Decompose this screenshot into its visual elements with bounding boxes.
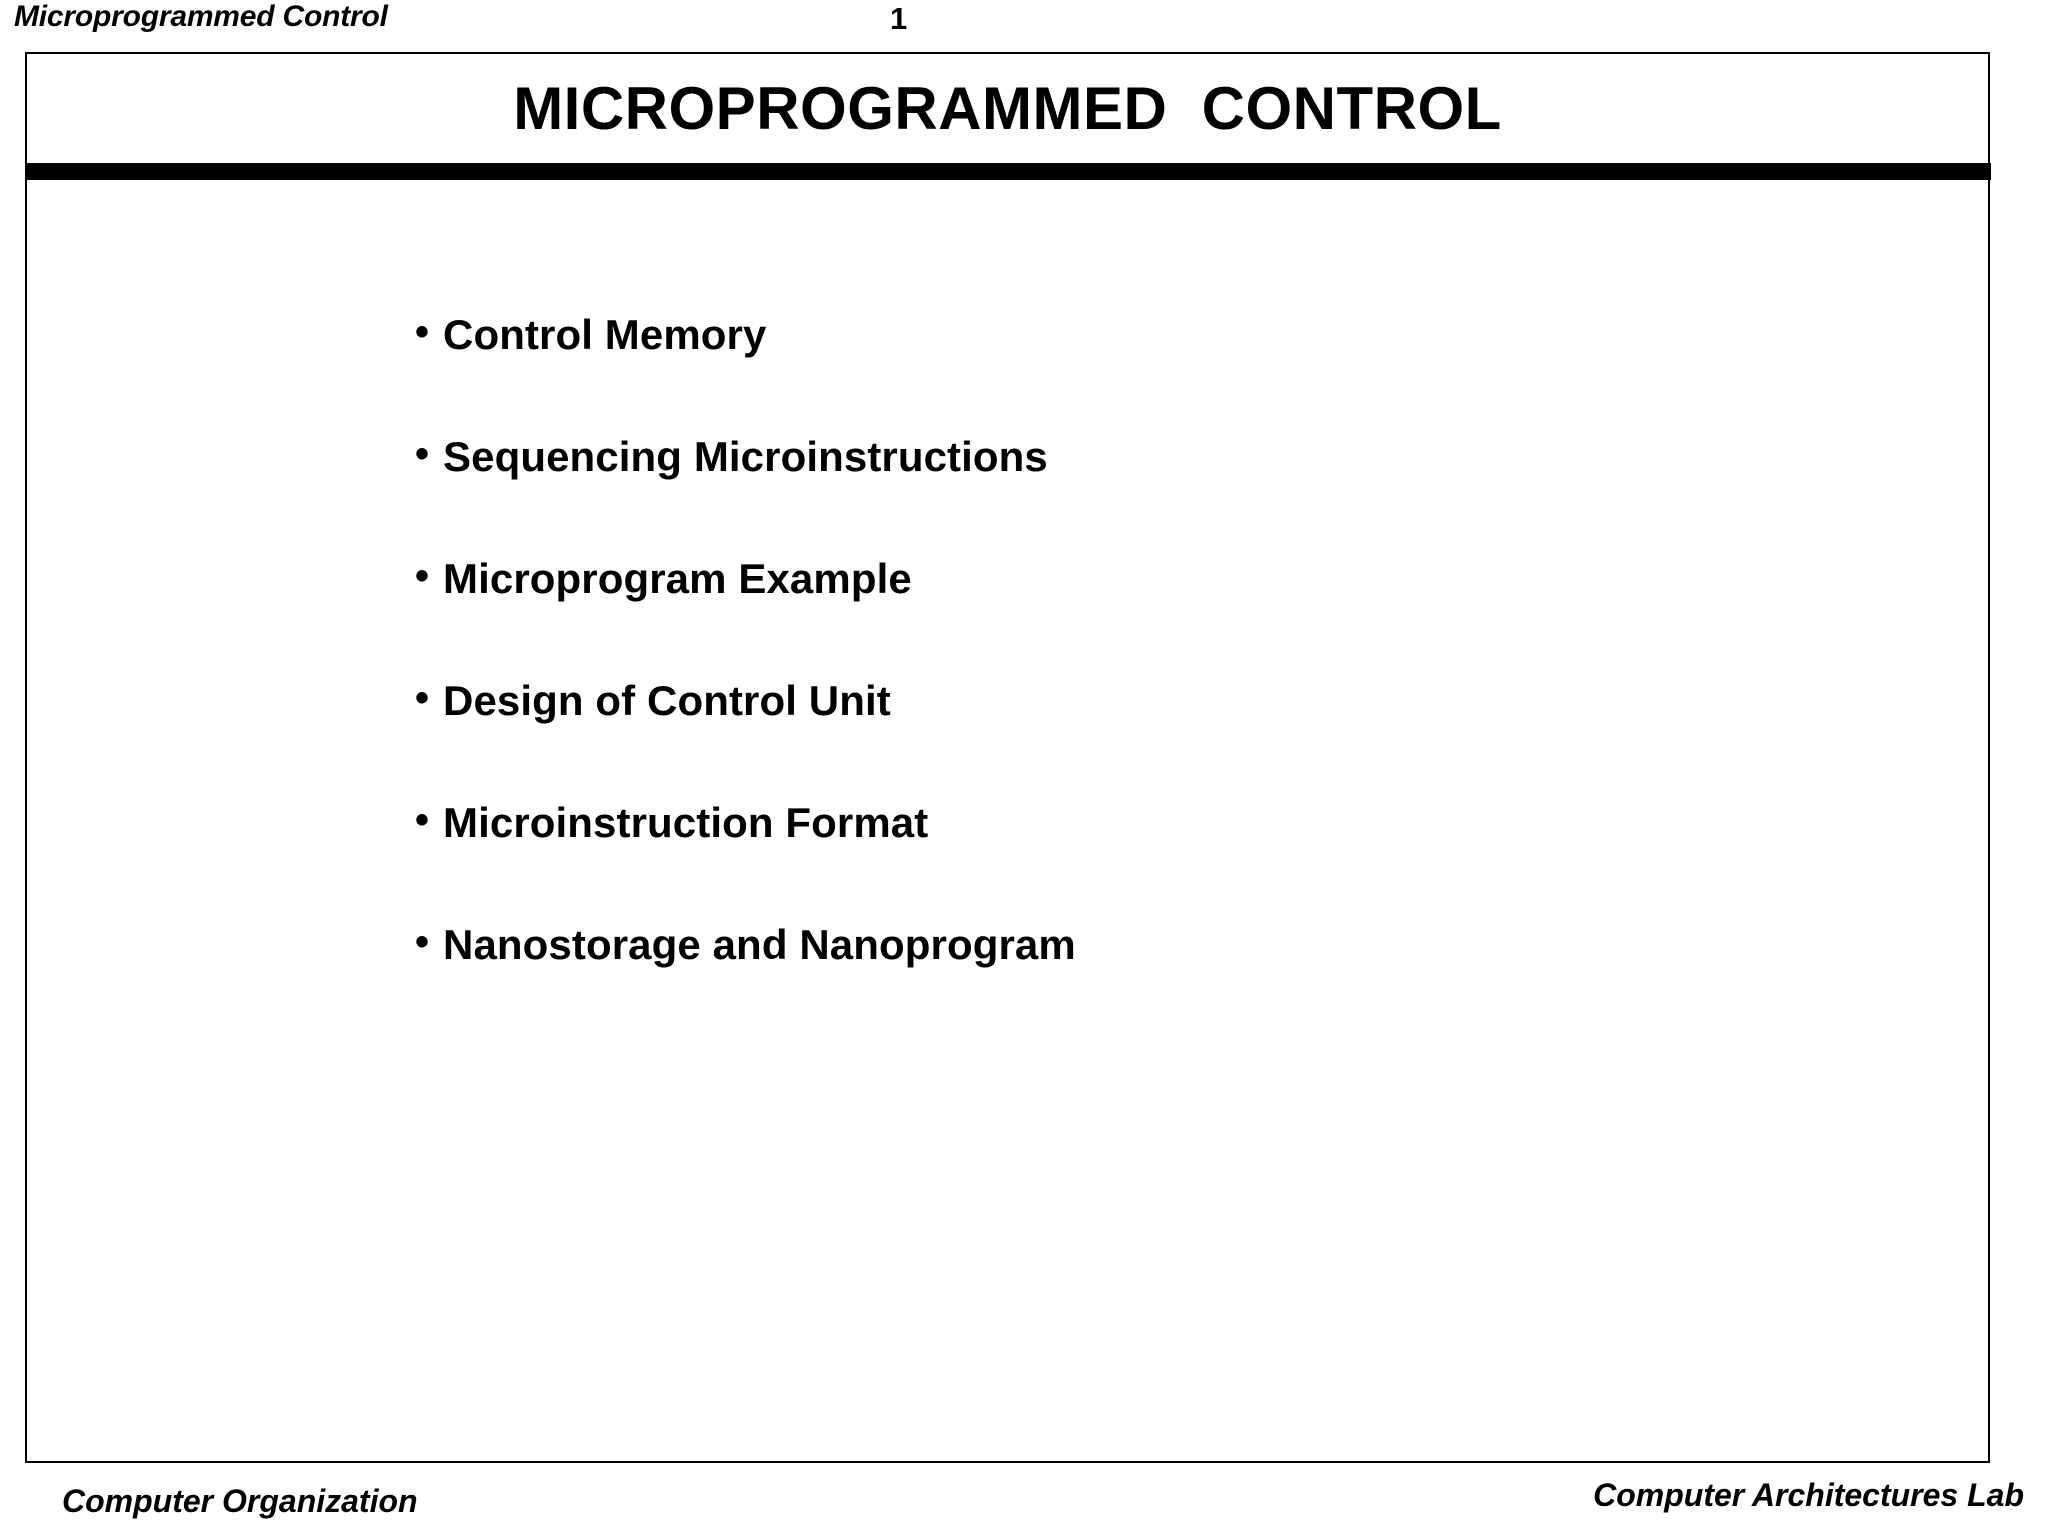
bullet-point-icon: • — [415, 554, 430, 598]
page-title: MICROPROGRAMMED CONTROL — [513, 74, 1502, 142]
slide-title-zone: MICROPROGRAMMED CONTROL — [27, 54, 1988, 163]
slide-footer: Computer Organization Computer Architect… — [0, 1463, 2048, 1536]
list-item: • Sequencing Microinstructions — [415, 426, 1048, 488]
bullet-point-icon: • — [415, 676, 430, 720]
list-item-label: Control Memory — [443, 311, 767, 358]
list-item: • Microinstruction Format — [415, 792, 928, 854]
slide-frame: MICROPROGRAMMED CONTROL • Control Memory… — [25, 52, 1991, 1463]
bullet-point-icon: • — [415, 798, 430, 842]
list-item-label: Microprogram Example — [443, 555, 912, 602]
list-item: • Nanostorage and Nanoprogram — [415, 914, 1076, 976]
list-item: • Microprogram Example — [415, 548, 912, 610]
title-divider-rule — [26, 163, 1991, 180]
footer-course-label: Computer Organization — [62, 1483, 418, 1519]
header-page-number: 1 — [890, 1, 908, 36]
list-item-label: Nanostorage and Nanoprogram — [443, 921, 1076, 968]
bullet-point-icon: • — [415, 310, 430, 354]
header-course-label: Microprogrammed Control — [14, 0, 388, 33]
bullet-point-icon: • — [415, 920, 430, 964]
slide-header: Microprogrammed Control 1 — [0, 0, 2048, 52]
footer-lab-label: Computer Architectures Lab — [1593, 1477, 2024, 1513]
bullet-point-icon: • — [415, 432, 430, 476]
list-item: • Control Memory — [415, 304, 766, 366]
list-item-label: Design of Control Unit — [443, 677, 891, 724]
list-item: • Design of Control Unit — [415, 670, 891, 732]
list-item-label: Sequencing Microinstructions — [443, 433, 1048, 480]
list-item-label: Microinstruction Format — [443, 799, 929, 846]
